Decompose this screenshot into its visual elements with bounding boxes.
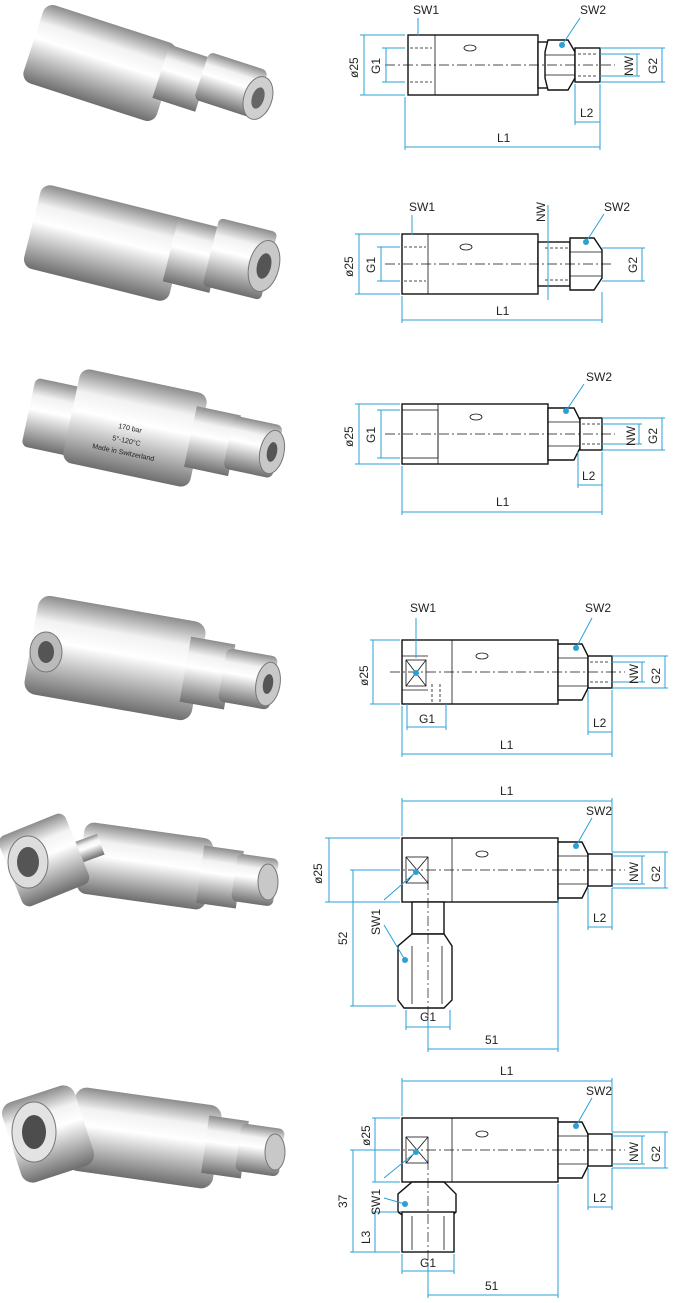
- label-l2: L2: [593, 911, 607, 925]
- label-sw2: SW2: [580, 3, 606, 17]
- drawing-6: L1 SW2 ø25 SW1 NW G2 L2 37 L3 G1 51: [336, 1064, 668, 1298]
- label-sw1: SW1: [410, 601, 436, 615]
- label-sw2: SW2: [586, 370, 612, 384]
- label-g2: G2: [626, 257, 640, 273]
- label-sw2: SW2: [586, 1084, 612, 1098]
- label-l2: L2: [593, 1191, 607, 1205]
- label-g1: G1: [419, 712, 435, 726]
- photo-rotary-joint-3: 170 bar 5°-120°C Made in Switzerland: [22, 369, 286, 487]
- label-diameter: ø25: [342, 256, 356, 277]
- label-l3: L3: [359, 1230, 373, 1244]
- photo-rotary-joint-2: [23, 185, 281, 301]
- label-g2: G2: [649, 668, 663, 684]
- label-52: 52: [336, 931, 350, 945]
- drawing-1: SW1 SW2 ø25 G1 NW G2 L2 L1: [347, 3, 665, 150]
- photo-text-pressure: 170 bar: [118, 423, 143, 435]
- label-g2: G2: [649, 866, 663, 882]
- label-g1: G1: [369, 58, 383, 74]
- label-g1: G1: [364, 257, 378, 273]
- drawing-4: SW1 SW2 ø25 G1 NW G2 L2 L1: [357, 601, 668, 757]
- label-l1: L1: [496, 495, 510, 509]
- photo-rotary-joint-4: [24, 595, 281, 721]
- label-nw: NW: [534, 201, 548, 222]
- photo-rotary-joint-6: [2, 1085, 286, 1189]
- drawing-5: L1 SW2 ø25 SW1 NW G2 L2 52 G1 51: [311, 784, 668, 1052]
- label-l1: L1: [497, 131, 511, 145]
- label-l2: L2: [582, 469, 596, 483]
- label-g2: G2: [649, 1146, 663, 1162]
- label-l1: L1: [500, 738, 514, 752]
- label-51: 51: [485, 1279, 499, 1293]
- photo-rotary-joint-5: [0, 813, 279, 910]
- label-g1: G1: [420, 1256, 436, 1270]
- photo-rotary-joint-1: [23, 4, 274, 122]
- label-l2: L2: [580, 106, 594, 120]
- label-diameter: ø25: [359, 1125, 373, 1146]
- label-l1: L1: [500, 784, 514, 798]
- drawing-3: SW2 ø25 G1 NW G2 L2 L1: [342, 370, 665, 515]
- label-nw: NW: [627, 1141, 641, 1162]
- label-sw2: SW2: [586, 804, 612, 818]
- label-l2: L2: [593, 716, 607, 730]
- label-g2: G2: [646, 428, 660, 444]
- label-51: 51: [485, 1033, 499, 1047]
- label-nw: NW: [627, 861, 641, 882]
- label-diameter: ø25: [311, 863, 325, 884]
- label-diameter: ø25: [342, 426, 356, 447]
- label-g1: G1: [420, 1010, 436, 1024]
- label-l1: L1: [500, 1064, 514, 1078]
- label-sw2: SW2: [585, 601, 611, 615]
- label-sw1: SW1: [369, 1189, 383, 1215]
- label-nw: NW: [622, 55, 636, 76]
- label-g2: G2: [646, 58, 660, 74]
- label-diameter: ø25: [357, 665, 371, 686]
- label-diameter: ø25: [347, 57, 361, 78]
- label-g1: G1: [364, 427, 378, 443]
- label-sw1: SW1: [413, 3, 439, 17]
- label-sw1: SW1: [369, 909, 383, 935]
- label-sw1: SW1: [409, 200, 435, 214]
- label-sw2: SW2: [604, 200, 630, 214]
- drawing-2: SW1 SW2 NW ø25 G1 G2 L1: [342, 200, 645, 323]
- label-nw: NW: [627, 663, 641, 684]
- label-l1: L1: [496, 304, 510, 318]
- label-37: 37: [336, 1194, 350, 1208]
- label-nw: NW: [624, 425, 638, 446]
